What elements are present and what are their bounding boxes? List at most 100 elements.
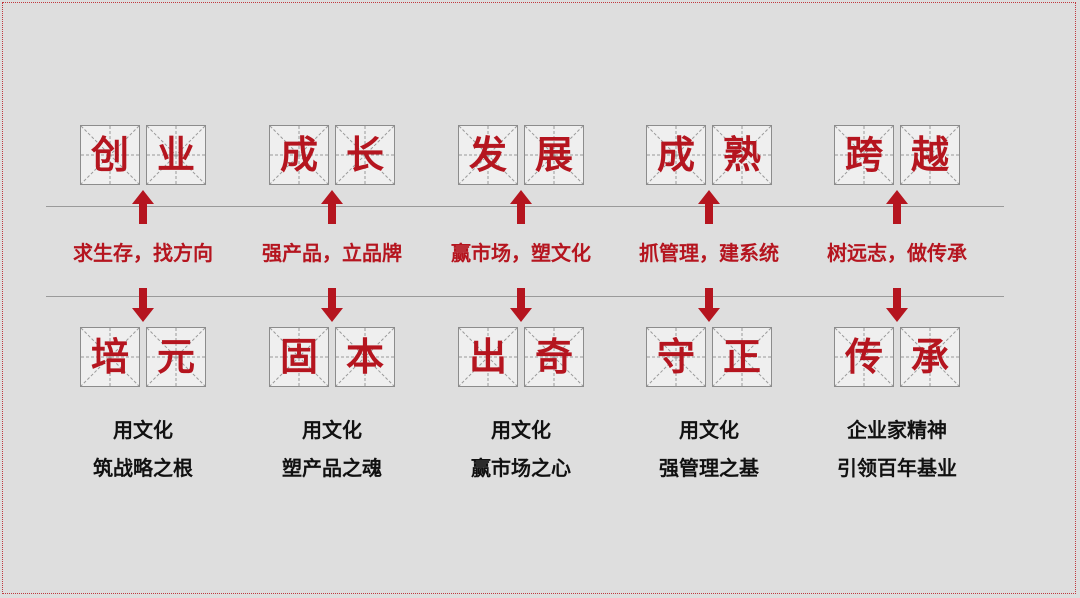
arrow-up-icon [698, 190, 720, 224]
tian-grid-lines [835, 126, 893, 184]
arrow-down-icon [886, 288, 908, 322]
tian-grid-lines [147, 328, 205, 386]
tian-grid-lines [336, 328, 394, 386]
tian-grid-lines [81, 126, 139, 184]
char-box: 发 [458, 125, 518, 185]
stage-column: 跨越树远志，做传承传承企业家精神引领百年基业 [824, 0, 967, 598]
culture-role-char: 奇 [534, 335, 573, 379]
tian-grid-lines [647, 126, 705, 184]
culture-desc-line2: 塑产品之魂 [282, 456, 382, 480]
culture-desc-line2: 筑战略之根 [93, 456, 193, 480]
stage-slogan: 树远志，做传承 [827, 241, 967, 265]
culture-desc-line2: 赢市场之心 [471, 456, 571, 480]
stage-title-char: 业 [156, 133, 195, 177]
stage-title-char: 发 [468, 133, 507, 177]
tian-grid-lines [336, 126, 394, 184]
tian-grid-lines [901, 328, 959, 386]
culture-desc-line2: 强管理之基 [659, 456, 759, 480]
char-box: 熟 [712, 125, 772, 185]
culture-role-boxes: 守正 [646, 327, 772, 387]
tian-grid-lines [901, 126, 959, 184]
culture-role-char: 承 [910, 335, 949, 379]
culture-role-char: 培 [90, 335, 129, 379]
stage-title-char: 熟 [722, 133, 761, 177]
tian-grid-lines [459, 126, 517, 184]
char-box: 固 [269, 327, 329, 387]
char-box: 元 [146, 327, 206, 387]
stage-column: 发展赢市场，塑文化出奇用文化赢市场之心 [448, 0, 591, 598]
tian-grid-lines [713, 126, 771, 184]
char-box: 传 [834, 327, 894, 387]
char-box: 奇 [524, 327, 584, 387]
arrow-down-icon [510, 288, 532, 322]
stage-title-char: 展 [534, 133, 573, 177]
stage-title-char: 越 [910, 133, 949, 177]
char-box: 承 [900, 327, 960, 387]
culture-desc-line1: 用文化 [113, 418, 173, 442]
char-box: 展 [524, 125, 584, 185]
stage-column: 成长强产品，立品牌固本用文化塑产品之魂 [259, 0, 402, 598]
culture-role-boxes: 固本 [269, 327, 395, 387]
tian-grid-lines [647, 328, 705, 386]
char-box: 成 [269, 125, 329, 185]
culture-role-char: 守 [656, 335, 695, 379]
tian-grid-lines [270, 328, 328, 386]
culture-role-char: 元 [156, 335, 195, 379]
char-box: 跨 [834, 125, 894, 185]
char-box: 出 [458, 327, 518, 387]
culture-desc-line1: 用文化 [679, 418, 739, 442]
char-box: 正 [712, 327, 772, 387]
tian-grid-lines [525, 328, 583, 386]
char-box: 培 [80, 327, 140, 387]
arrow-up-icon [886, 190, 908, 224]
tian-grid-lines [81, 328, 139, 386]
stage-slogan: 抓管理，建系统 [639, 241, 779, 265]
stage-column: 创业求生存，找方向培元用文化筑战略之根 [70, 0, 213, 598]
char-box: 越 [900, 125, 960, 185]
stage-column: 成熟抓管理，建系统守正用文化强管理之基 [636, 0, 779, 598]
culture-role-char: 本 [345, 335, 384, 379]
stage-title-char: 长 [345, 133, 384, 177]
stage-slogan: 强产品，立品牌 [262, 241, 402, 265]
arrow-down-icon [132, 288, 154, 322]
tian-grid-lines [835, 328, 893, 386]
stage-slogan: 赢市场，塑文化 [451, 241, 591, 265]
culture-role-boxes: 培元 [80, 327, 206, 387]
tian-grid-lines [713, 328, 771, 386]
arrow-up-icon [510, 190, 532, 224]
stage-title-char: 成 [656, 133, 695, 177]
arrow-down-icon [321, 288, 343, 322]
arrow-up-icon [321, 190, 343, 224]
stage-title-boxes: 成熟 [646, 125, 772, 185]
culture-role-char: 出 [468, 335, 507, 379]
culture-role-char: 正 [722, 335, 761, 379]
arrow-down-icon [698, 288, 720, 322]
culture-desc-line2: 引领百年基业 [837, 456, 957, 480]
stage-title-char: 创 [90, 133, 129, 177]
char-box: 业 [146, 125, 206, 185]
stage-title-boxes: 创业 [80, 125, 206, 185]
tian-grid-lines [525, 126, 583, 184]
tian-grid-lines [459, 328, 517, 386]
culture-role-boxes: 出奇 [458, 327, 584, 387]
char-box: 守 [646, 327, 706, 387]
culture-role-boxes: 传承 [834, 327, 960, 387]
culture-desc-line1: 企业家精神 [847, 418, 947, 442]
stage-title-boxes: 发展 [458, 125, 584, 185]
culture-role-char: 传 [844, 335, 883, 379]
arrow-up-icon [132, 190, 154, 224]
char-box: 长 [335, 125, 395, 185]
tian-grid-lines [147, 126, 205, 184]
char-box: 本 [335, 327, 395, 387]
stage-title-boxes: 成长 [269, 125, 395, 185]
char-box: 创 [80, 125, 140, 185]
stage-title-char: 跨 [844, 133, 883, 177]
culture-desc-line1: 用文化 [302, 418, 362, 442]
char-box: 成 [646, 125, 706, 185]
stage-title-char: 成 [279, 133, 318, 177]
culture-desc-line1: 用文化 [491, 418, 551, 442]
tian-grid-lines [270, 126, 328, 184]
stage-slogan: 求生存，找方向 [73, 241, 213, 265]
culture-role-char: 固 [279, 335, 318, 379]
